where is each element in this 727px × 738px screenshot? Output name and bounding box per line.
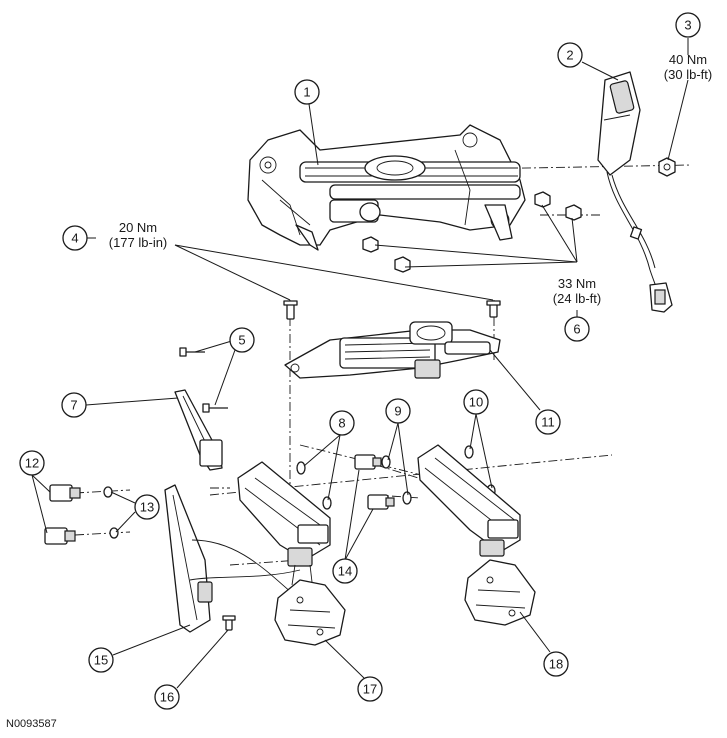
buckle-nut [658, 157, 676, 177]
callout-3-number: 3 [684, 18, 691, 33]
callout-3: 3 [675, 12, 701, 38]
callout-6-number: 6 [573, 322, 580, 337]
torque-spec-6: 33 Nm (24 lb-ft) [553, 276, 601, 306]
callout-17: 17 [357, 676, 383, 702]
outboard-trim-shield [164, 484, 301, 633]
callout-9-number: 9 [394, 404, 401, 419]
side-shield-bracket [174, 389, 223, 471]
torque-4-metric: 20 Nm [119, 220, 157, 235]
callout-5-number: 5 [238, 333, 245, 348]
seat-belt-buckle [597, 71, 673, 313]
callout-11-number: 11 [541, 415, 555, 430]
callout-18-number: 18 [549, 657, 563, 672]
callout-5: 5 [229, 327, 255, 353]
callout-10: 10 [463, 389, 489, 415]
callout-9: 9 [385, 398, 411, 424]
torque-6-imperial: (24 lb-ft) [553, 291, 601, 306]
inboard-seat-track [237, 461, 346, 646]
callout-15: 15 [88, 647, 114, 673]
frame-nuts-33nm [362, 191, 582, 273]
seat-frame-assembly [247, 124, 526, 251]
callout-8-number: 8 [338, 416, 345, 431]
torque-spec-4: 20 Nm (177 lb-in) [109, 220, 168, 250]
callout-4: 4 [62, 225, 88, 251]
callout-6: 6 [564, 316, 590, 342]
callout-12: 12 [19, 450, 45, 476]
callout-15-number: 15 [94, 653, 108, 668]
callout-4-number: 4 [71, 231, 78, 246]
torque-spec-3: 40 Nm (30 lb-ft) [664, 52, 712, 82]
frame-bolts-20nm [283, 300, 501, 320]
callout-10-number: 10 [469, 395, 483, 410]
callout-14: 14 [332, 558, 358, 584]
figure-id: N0093587 [6, 718, 57, 730]
callout-2-number: 2 [566, 48, 573, 63]
outboard-seat-track [417, 444, 536, 626]
callout-13-number: 13 [140, 500, 154, 515]
electrical-connectors-center [354, 454, 395, 510]
callout-7-number: 7 [70, 398, 77, 413]
callout-17-number: 17 [363, 682, 377, 697]
callout-11: 11 [535, 409, 561, 435]
torque-3-imperial: (30 lb-ft) [664, 67, 712, 82]
torque-4-imperial: (177 lb-in) [109, 235, 168, 250]
callout-1: 1 [294, 79, 320, 105]
callout-7: 7 [61, 392, 87, 418]
callout-14-number: 14 [338, 564, 352, 579]
callout-13: 13 [134, 494, 160, 520]
electrical-connectors-left [44, 484, 119, 545]
torque-3-metric: 40 Nm [669, 52, 707, 67]
torque-6-metric: 33 Nm [558, 276, 596, 291]
callout-1-number: 1 [303, 85, 310, 100]
callout-2: 2 [557, 42, 583, 68]
bracket-screws [179, 347, 228, 413]
leader-lines [31, 38, 689, 689]
callout-8: 8 [329, 410, 355, 436]
callout-16: 16 [154, 684, 180, 710]
callout-16-number: 16 [160, 690, 174, 705]
callout-12-number: 12 [25, 456, 39, 471]
seat-motor-assembly [284, 321, 501, 379]
shield-screw [222, 615, 236, 631]
callout-18: 18 [543, 651, 569, 677]
